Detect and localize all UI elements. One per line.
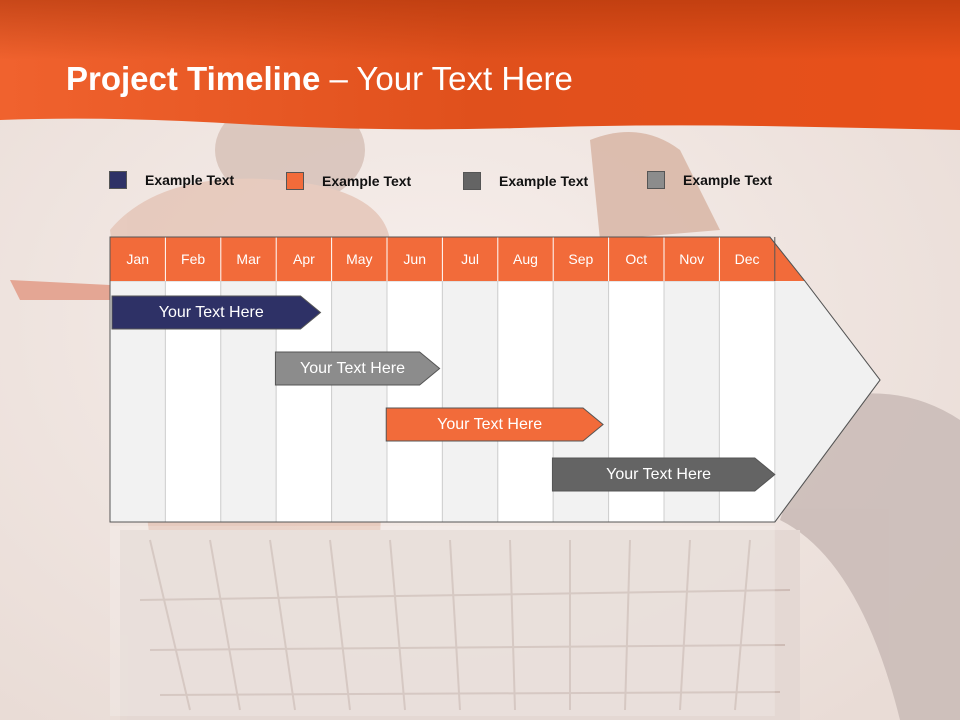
task-label: Your Text Here <box>300 359 405 377</box>
month-label-jul: Jul <box>461 251 480 267</box>
task-label: Your Text Here <box>437 415 543 433</box>
legend-label: Example Text <box>145 172 235 188</box>
timeline-arrow-head <box>774 281 880 522</box>
month-label-dec: Dec <box>734 251 760 267</box>
month-label-nov: Nov <box>679 251 705 267</box>
month-label-apr: Apr <box>292 251 315 267</box>
legend-swatch <box>286 172 304 190</box>
month-label-feb: Feb <box>181 251 206 267</box>
legend-item: Example Text <box>286 172 411 190</box>
timeline-outline-border <box>109 236 881 523</box>
title-rest: – Your Text Here <box>320 60 573 97</box>
month-column <box>497 280 554 523</box>
month-label-mar: Mar <box>236 251 261 267</box>
legend-item: Example Text <box>463 172 588 190</box>
header-shade <box>0 0 960 60</box>
slide-title: Project Timeline – Your Text Here <box>66 60 573 98</box>
title-bold: Project Timeline <box>66 60 321 97</box>
legend-swatch <box>647 171 665 189</box>
month-column <box>386 280 443 523</box>
legend-label: Example Text <box>683 172 773 188</box>
month-label-sep: Sep <box>568 251 594 267</box>
month-label-aug: Aug <box>513 251 538 267</box>
task-arrow <box>385 407 604 442</box>
task-label: Your Text Here <box>158 303 264 321</box>
task-arrow <box>111 295 322 330</box>
month-label-may: May <box>346 251 373 267</box>
legend-label: Example Text <box>499 173 589 189</box>
task-label: Your Text Here <box>606 465 712 483</box>
task-arrow <box>551 457 776 492</box>
legend-item: Example Text <box>647 171 772 189</box>
month-column <box>331 280 388 523</box>
legend-swatch <box>463 172 481 190</box>
legend-swatch <box>109 171 127 189</box>
legend-label: Example Text <box>322 173 412 189</box>
month-header-band <box>110 237 805 281</box>
timeline-tasks <box>111 295 776 492</box>
month-label-jun: Jun <box>403 251 426 267</box>
task-arrow <box>274 351 441 386</box>
legend-item: Example Text <box>109 171 234 189</box>
timeline-reflection <box>110 526 775 716</box>
month-label-oct: Oct <box>625 251 648 267</box>
month-column <box>441 280 499 523</box>
month-label-jan: Jan <box>126 251 149 267</box>
